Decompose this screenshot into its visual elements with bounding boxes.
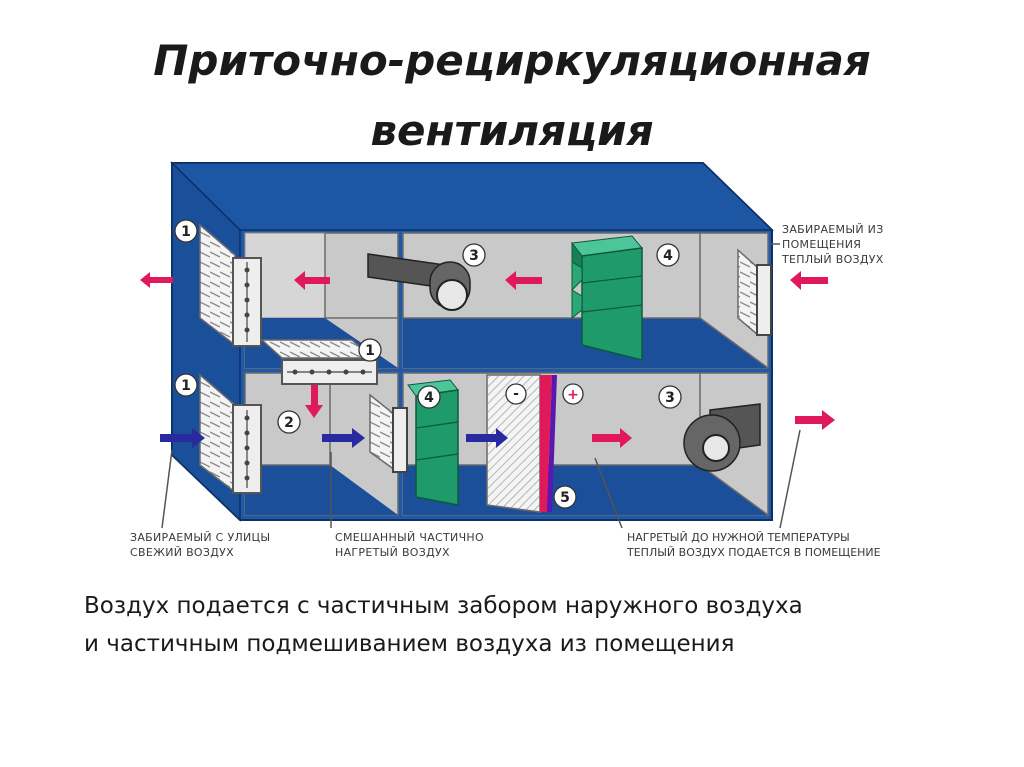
- description-line-2: и частичным подмешиванием воздуха из пом…: [84, 631, 735, 657]
- marker-text: +: [567, 387, 579, 403]
- label-line: НАГРЕТЫЙ ДО НУЖНОЙ ТЕМПЕРАТУРЫ: [627, 531, 850, 544]
- recirculation-down-arrow: [305, 385, 323, 418]
- label-line: НАГРЕТЫЙ ВОЗДУХ: [335, 546, 450, 559]
- marker-2: 2: [277, 410, 301, 434]
- heated-supply-arrow: [592, 428, 632, 448]
- leader-lines: [161, 243, 801, 529]
- label-room-air-intake: ЗАБИРАЕМЫЙ ИЗ ПОМЕЩЕНИЯ ТЕПЛЫЙ ВОЗДУХ: [782, 222, 884, 267]
- marker-4-lower: 4: [417, 385, 441, 409]
- label-line: ЗАБИРАЕМЫЙ С УЛИЦЫ: [130, 531, 271, 544]
- room-air-intake-grille: [737, 248, 772, 337]
- marker-text: 1: [181, 378, 191, 394]
- marker-5: 5: [553, 485, 577, 509]
- marker-text: 4: [663, 248, 673, 264]
- marker-text: -: [513, 386, 519, 402]
- upper-left-arrow: [294, 271, 330, 290]
- warm-exhaust-arrow: [140, 272, 173, 288]
- label-street-air-intake: ЗАБИРАЕМЫЙ С УЛИЦЫ СВЕЖИЙ ВОЗДУХ: [130, 530, 270, 560]
- ventilation-unit-diagram: 1 1 1 2 3 3 4 4: [140, 161, 835, 529]
- marker-text: 2: [284, 415, 294, 431]
- supply-out-arrow: [795, 410, 835, 430]
- marker-text: 1: [181, 224, 191, 240]
- label-line: ПОМЕЩЕНИЯ: [782, 238, 862, 251]
- marker-3-upper: 3: [462, 243, 486, 267]
- label-line: СВЕЖИЙ ВОЗДУХ: [130, 546, 234, 559]
- marker-minus: -: [505, 383, 527, 405]
- label-heated-supply-air: НАГРЕТЫЙ ДО НУЖНОЙ ТЕМПЕРАТУРЫ ТЕПЛЫЙ ВО…: [627, 530, 881, 560]
- mixing-filter: [369, 393, 408, 473]
- label-line: СМЕШАННЫЙ ЧАСТИЧНО: [335, 531, 484, 544]
- marker-text: 3: [665, 390, 675, 406]
- recirculation-damper: [260, 339, 378, 385]
- title-line-2: вентиляция: [370, 106, 654, 155]
- marker-text: 1: [365, 343, 375, 359]
- marker-text: 3: [469, 248, 479, 264]
- marker-3-lower: 3: [658, 385, 682, 409]
- upper-fan: [367, 253, 471, 311]
- description-line-1: Воздух подается с частичным забором нару…: [84, 593, 803, 619]
- mixed-air-arrow-2: [466, 428, 508, 448]
- marker-1-recirculation: 1: [358, 338, 382, 362]
- marker-4-upper: 4: [656, 243, 680, 267]
- label-line: ЗАБИРАЕМЫЙ ИЗ: [782, 223, 884, 236]
- marker-text: 5: [560, 490, 570, 506]
- number-markers: 1 1 1 2 3 3 4 4: [174, 219, 682, 509]
- marker-1-lower: 1: [174, 373, 198, 397]
- marker-plus: +: [562, 383, 584, 405]
- upper-mid-arrow: [505, 271, 542, 290]
- upper-filter: [571, 235, 643, 361]
- title-line-1: Приточно-рециркуляционная: [153, 36, 871, 85]
- label-line: ТЕПЛЫЙ ВОЗДУХ: [782, 253, 884, 266]
- lower-intake-damper: [199, 373, 262, 494]
- marker-1-upper: 1: [174, 219, 198, 243]
- label-mixed-air: СМЕШАННЫЙ ЧАСТИЧНО НАГРЕТЫЙ ВОЗДУХ: [335, 530, 484, 560]
- marker-text: 4: [424, 390, 434, 406]
- upper-exhaust-damper: [199, 223, 262, 347]
- fresh-air-arrow: [160, 428, 205, 448]
- description-text: Воздух подается с частичным забором нару…: [84, 587, 803, 663]
- room-intake-arrow: [790, 271, 828, 290]
- mixed-air-arrow-1: [322, 428, 365, 448]
- lower-fan: [683, 403, 761, 472]
- heater-section: [486, 374, 557, 513]
- label-line: ТЕПЛЫЙ ВОЗДУХ ПОДАЕТСЯ В ПОМЕЩЕНИЕ: [627, 546, 881, 559]
